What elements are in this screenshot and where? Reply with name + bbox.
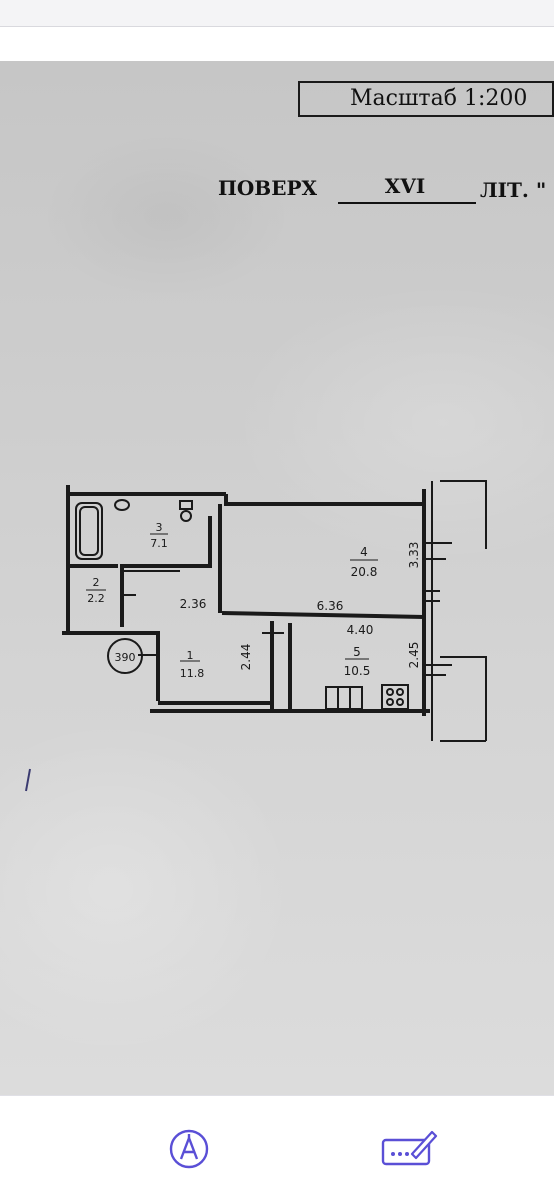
kitchen-counter	[325, 686, 363, 710]
toilet-tank	[179, 500, 193, 510]
floor-value: XVI	[384, 174, 426, 198]
scale-label: Масштаб 1:200	[350, 86, 528, 111]
apartment-number: 390	[115, 651, 136, 664]
room-2-id: 2	[93, 576, 100, 589]
kitchen-counter-div	[337, 687, 351, 709]
markup-pen-icon	[169, 1129, 209, 1169]
toilet	[180, 510, 192, 522]
burner-1	[386, 688, 394, 696]
room-1-area: 11.8	[180, 667, 205, 680]
floor-underline	[338, 202, 476, 204]
wall-top-room4	[224, 494, 424, 506]
balcony-bottom	[440, 656, 487, 741]
window-marks-c	[426, 664, 452, 676]
markup-button[interactable]	[164, 1124, 214, 1174]
dim-4-40: 4.40	[347, 623, 374, 637]
room-3-id: 3	[156, 521, 163, 534]
apartment-number-circle	[107, 638, 143, 674]
stove	[381, 684, 409, 710]
window-marks-b	[426, 590, 440, 602]
burner-3	[386, 698, 394, 706]
dim-2-44: 2.44	[239, 644, 253, 671]
room-4-area: 20.8	[351, 565, 378, 579]
scale-box: Масштаб 1:200	[298, 81, 554, 117]
room-3-area: 7.1	[150, 537, 168, 550]
top-strip	[0, 27, 554, 61]
dim-2-45: 2.45	[407, 642, 421, 669]
lit-label: ЛІТ. "	[480, 178, 547, 202]
sink	[114, 499, 130, 511]
wall-room4-bottom	[221, 611, 425, 619]
floor-label: ПОВЕРХ	[218, 176, 318, 200]
dim-2-36: 2.36	[180, 597, 207, 611]
room-5-area: 10.5	[344, 664, 371, 678]
room-4-id: 4	[360, 545, 368, 559]
floor-line: ПОВЕРХ XVI ЛІТ. "	[218, 174, 554, 214]
balcony-top	[440, 480, 487, 549]
bathtub-inner	[79, 506, 99, 556]
room-2-area: 2.2	[87, 592, 105, 605]
burner-2	[396, 688, 404, 696]
bathtub	[75, 502, 103, 560]
signature-button[interactable]	[380, 1124, 438, 1174]
dim-6-36: 6.36	[317, 599, 344, 613]
burner-4	[396, 698, 404, 706]
signature-icon	[381, 1130, 438, 1166]
floor-plan: 3 7.1 4 20.8 2 2.2 1 11.8 5 10.5 3.33 2.…	[25, 480, 487, 792]
pen-mark	[25, 768, 31, 792]
document-photo: Масштаб 1:200 ПОВЕРХ XVI ЛІТ. "	[0, 61, 554, 1095]
window-marks-a	[426, 542, 452, 560]
dim-3-33: 3.33	[407, 542, 421, 569]
room-1-id: 1	[187, 649, 194, 662]
photo-lighting	[0, 61, 554, 1095]
top-toolbar	[0, 0, 554, 27]
room-5-id: 5	[353, 645, 361, 659]
bottom-toolbar	[0, 1095, 554, 1201]
